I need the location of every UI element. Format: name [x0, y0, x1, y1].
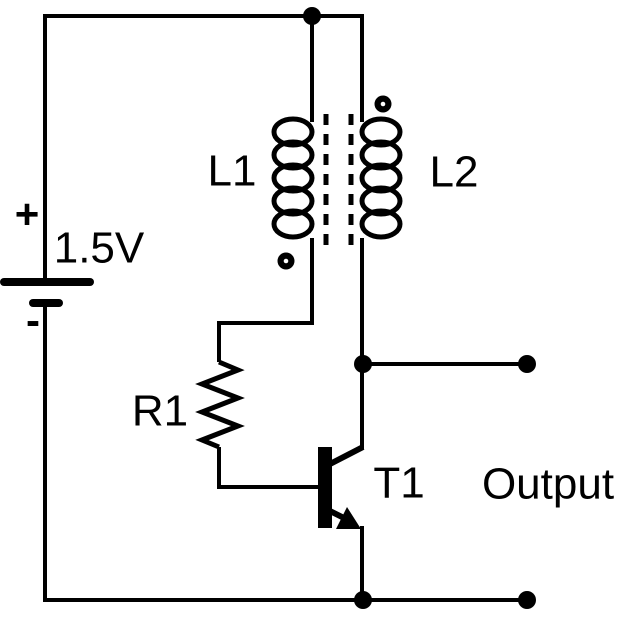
l2-turn — [359, 139, 403, 171]
resistor-zigzag — [195, 359, 245, 450]
transistor-collector-lead — [328, 444, 365, 467]
output-terminal-bottom — [518, 591, 536, 609]
battery-plus-label: + — [15, 191, 40, 238]
phase-dot-l2-center — [380, 101, 386, 107]
wire-l1-to-r1 — [217, 238, 314, 362]
phase-dots — [277, 95, 392, 270]
junction-dot-top — [303, 7, 321, 25]
inductor-l2 — [359, 116, 403, 240]
battery-minus-label: - — [26, 297, 40, 344]
battery-voltage-label: 1.5V — [54, 224, 145, 273]
l1-turn — [271, 162, 315, 194]
battery: + 1.5V - — [0, 191, 145, 344]
inductor-l2-label: L2 — [430, 148, 479, 197]
transistor-emitter-arrow-icon — [336, 507, 361, 529]
transistor-t1-label: T1 — [373, 459, 424, 508]
l2-turn — [359, 185, 403, 217]
wire-r1-to-base — [217, 447, 318, 489]
junction-dot-collector — [354, 355, 372, 373]
output-terminals: Output — [482, 355, 614, 609]
resistor-r1: R1 — [132, 359, 245, 450]
resistor-r1-label: R1 — [132, 387, 188, 436]
junction-dots — [303, 7, 372, 609]
wire-bottom-rail — [43, 305, 527, 602]
output-label: Output — [482, 460, 614, 509]
junction-dot-emitter — [354, 591, 372, 609]
transistor-base-bar — [318, 447, 332, 528]
inductor-l1 — [271, 116, 315, 240]
l2-turn — [359, 208, 403, 240]
output-terminal-top — [518, 355, 536, 373]
inductor-l1-label: L1 — [208, 147, 257, 196]
wires — [43, 14, 527, 602]
l2-turn — [359, 162, 403, 194]
transformer: L1 L2 — [208, 95, 479, 270]
l1-turn — [271, 116, 315, 148]
wire-top-rail — [43, 14, 364, 282]
transistor-t1: T1 — [318, 444, 425, 529]
l1-turn — [271, 139, 315, 171]
transformer-core — [323, 114, 354, 246]
l2-turn — [359, 116, 403, 148]
l1-turn — [271, 208, 315, 240]
l1-turn — [271, 185, 315, 217]
phase-dot-l1-center — [283, 258, 289, 264]
